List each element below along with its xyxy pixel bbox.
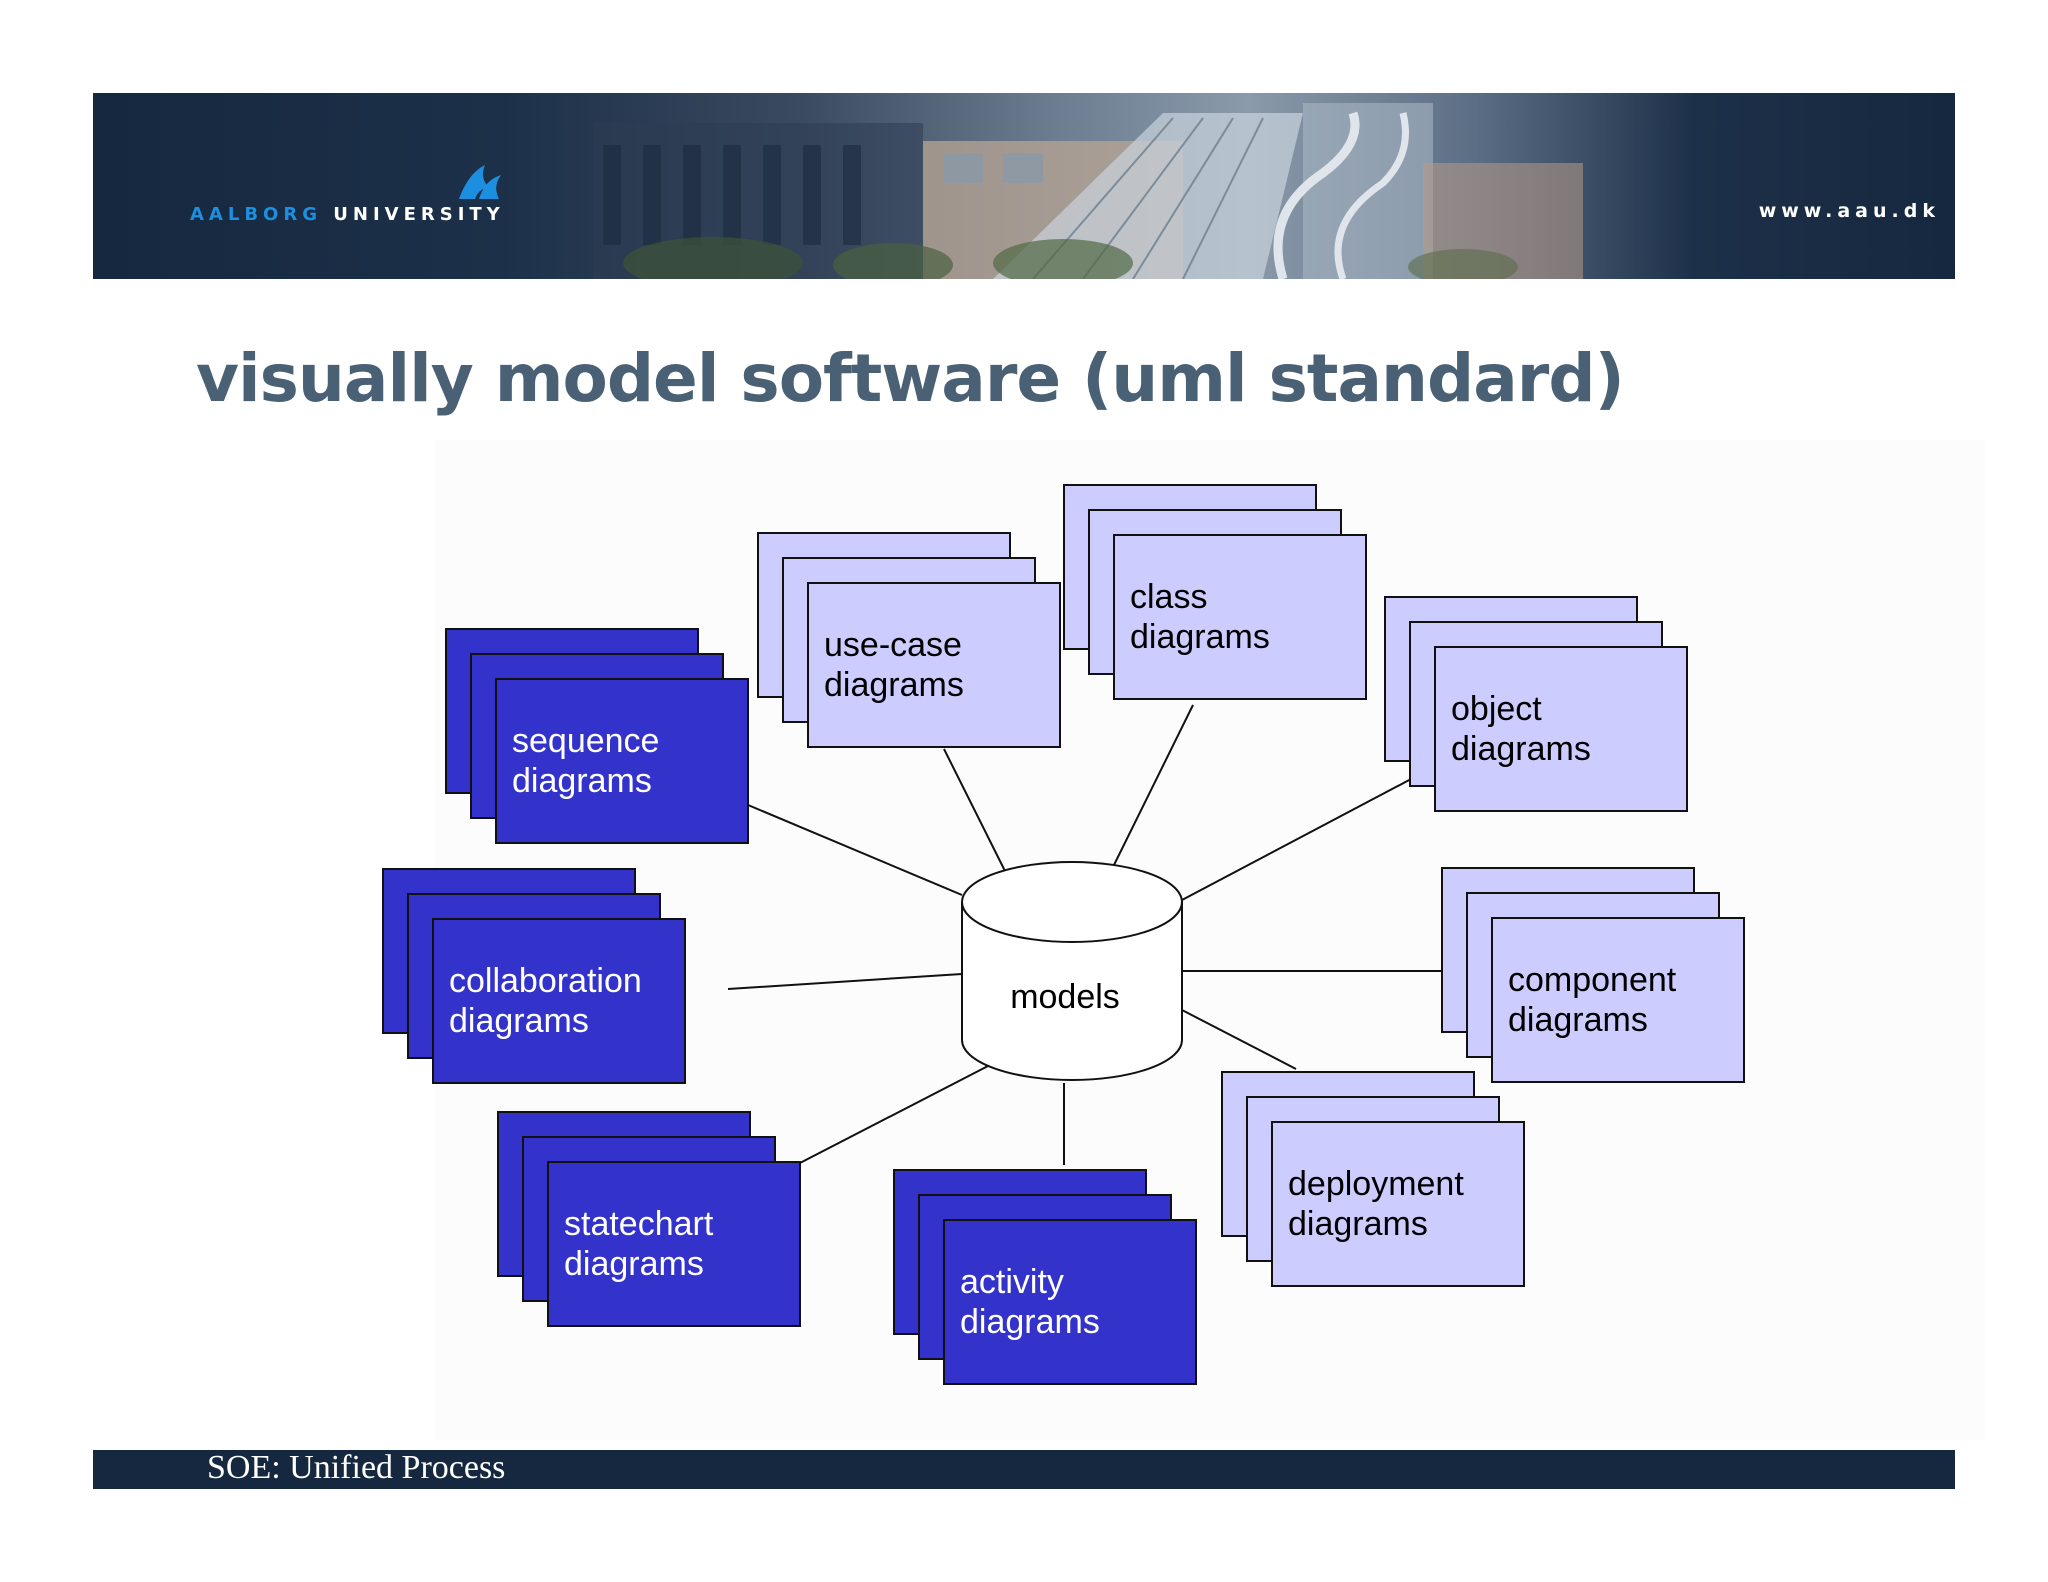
models-label: models — [1010, 978, 1120, 1016]
object-card-3 — [1434, 646, 1688, 812]
component-label-line-2: diagrams — [1508, 1001, 1648, 1039]
connector-collaboration — [727, 973, 963, 990]
sequence-label-line-1: sequence — [512, 722, 659, 760]
website-url[interactable]: www.aau.dk — [1758, 200, 1940, 222]
campus-building-photo — [593, 103, 1583, 279]
connector-statechart — [797, 1065, 989, 1165]
component-card-3 — [1491, 917, 1745, 1083]
class-card-3 — [1113, 534, 1367, 700]
activity-label-line-2: diagrams — [960, 1303, 1100, 1341]
deployment-label-line-2: diagrams — [1288, 1205, 1428, 1243]
activity-card-3 — [943, 1219, 1197, 1385]
wordmark-aalborg: AALBORG — [190, 204, 322, 225]
component-label-line-1: component — [1508, 961, 1677, 999]
university-wordmark: AALBORG UNIVERSITY — [190, 204, 505, 225]
class-label-line-1: class — [1130, 578, 1207, 616]
use-case-label-line-2: diagrams — [824, 666, 964, 704]
deployment-card-3 — [1271, 1121, 1525, 1287]
connector-sequence — [747, 804, 963, 896]
header-banner: AALBORG UNIVERSITY www.aau.dk — [93, 93, 1955, 279]
collaboration-label-line-1: collaboration — [449, 962, 642, 1000]
university-logo-icon — [459, 165, 501, 199]
statechart-label-line-1: statechart — [564, 1205, 714, 1243]
slide-title: visually model software (uml standard) — [196, 340, 1625, 417]
statechart-card-3 — [547, 1161, 801, 1327]
sequence-card-3 — [495, 678, 749, 844]
activity-label-line-1: activity — [960, 1263, 1064, 1301]
connector-lines — [727, 704, 1442, 1165]
statechart-label-line-2: diagrams — [564, 1245, 704, 1283]
connector-deployment — [1181, 1009, 1297, 1070]
sequence-label-line-2: diagrams — [512, 762, 652, 800]
use-case-label-line-1: use-case — [824, 626, 962, 664]
models-cylinder-top — [961, 861, 1183, 943]
object-label-line-2: diagrams — [1451, 730, 1591, 768]
connector-object — [1181, 777, 1414, 901]
footer-text: SOE: Unified Process — [207, 1449, 506, 1486]
footer-band — [93, 1450, 1955, 1489]
models-hub: models — [961, 861, 1183, 1081]
collaboration-card-3 — [432, 918, 686, 1084]
models-cylinder-body — [961, 902, 1183, 1081]
object-label-line-1: object — [1451, 690, 1542, 728]
wordmark-university: UNIVERSITY — [333, 204, 505, 225]
class-label-line-2: diagrams — [1130, 618, 1270, 656]
connector-use-case — [943, 748, 1007, 874]
connector-class — [1111, 704, 1194, 870]
use-case-card-3 — [807, 582, 1061, 748]
deployment-label-line-1: deployment — [1288, 1165, 1464, 1203]
collaboration-label-line-2: diagrams — [449, 1002, 589, 1040]
